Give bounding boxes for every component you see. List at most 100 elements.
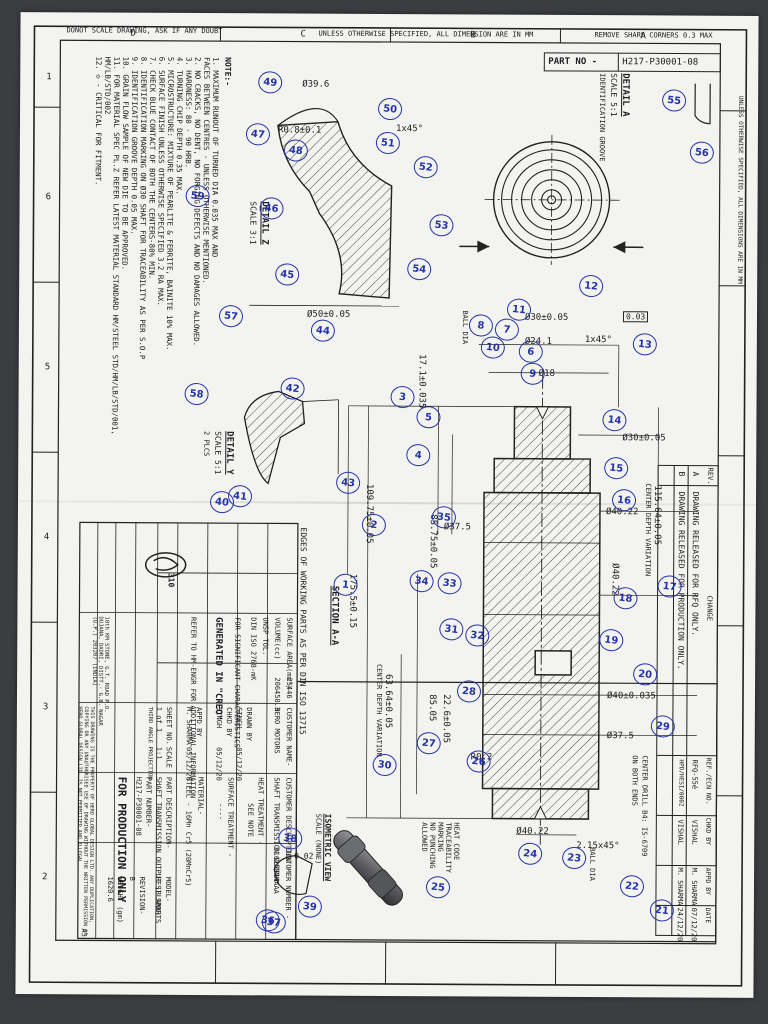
dim-39-6: Ø39.6 xyxy=(302,79,330,90)
rev-row-a-date: 07/12/20 xyxy=(689,907,698,942)
rev-header-rev: REV. xyxy=(706,467,715,485)
note-line: 4. TURNING CHIP DEPTH 0.35 MAX. xyxy=(174,56,185,195)
note-line: 8. IDENTIFICATION MARKING ON Ø30 SHAFT F… xyxy=(137,56,149,360)
model-value: HESI SPORTS xyxy=(153,876,163,924)
dim-37-5-b: Ø37.5 xyxy=(606,731,634,742)
center-depth-variation-bottom: CENTER DEPTH VARIATION xyxy=(374,663,384,757)
rev-header-date: DATE xyxy=(703,907,712,924)
surface-treatment-value: ---- xyxy=(216,803,225,821)
grid-letter: B xyxy=(470,30,476,41)
note-line: 3. HARDNESS: 80 - 90 HRB. xyxy=(183,56,194,169)
dim-30-top: Ø30±0.05 xyxy=(524,312,569,323)
heat-treatment-value: SEE NOTE xyxy=(246,803,255,838)
detail-y-title: DETAIL Y xyxy=(224,431,235,475)
no-punching-note: NO PUNCHING ALLOWED xyxy=(420,822,437,869)
notes-title: NOTE:- xyxy=(223,57,233,87)
note-line: 6. SURFACE FINISH UNLESS OTHERWISE SPECI… xyxy=(156,56,167,307)
date-drawn: 05/12/20 xyxy=(234,747,243,781)
drawn-by-label: DRAWN BY xyxy=(244,707,253,742)
grid-number: 1 xyxy=(46,72,52,83)
note-line: 1. MAXIMUM RUNOUT OF TURNED DIA 0.035 MA… xyxy=(210,57,221,258)
grid-number: 2 xyxy=(42,872,48,883)
part-number-value: H217-P30001-08 xyxy=(134,776,143,836)
customer-name-label: CUSTOMER NAME- xyxy=(284,707,293,767)
dim-50: Ø50±0.05 xyxy=(306,309,351,320)
header-right-note: REMOVE SHARP CORNERS 0.3 MAX xyxy=(594,31,713,40)
isometric-scale: SCALE (NONE) xyxy=(314,813,323,865)
sheet-label: SHEET NO. xyxy=(164,706,173,745)
scale-label: SCALE xyxy=(164,746,173,768)
detail-y-subtitle: 2 PLCS xyxy=(202,431,211,457)
scale-value: 1:1 xyxy=(154,746,163,760)
rev-header-appd: APPD BY xyxy=(703,867,713,896)
rev-header-change: CHANGE xyxy=(705,595,714,622)
rev-row-a-appd: M. SHARMA xyxy=(689,867,699,906)
sheet-value: 1 of 1 xyxy=(154,706,163,733)
part-no-label: PART NO - xyxy=(548,56,598,68)
detail-a-subtitle: IDENTIFICATION GROOVE xyxy=(597,73,607,162)
center-drill-note: CENTER DRILL B4: IS-6709 xyxy=(640,755,649,857)
grid-number: 5 xyxy=(44,362,51,373)
rev-row-b-rev: B xyxy=(677,471,687,477)
heat-code-note: HEAT CODE TRACEABILITY MARKING xyxy=(436,822,461,873)
isometric-title: ISOMETRIC VIEW xyxy=(323,813,333,882)
dim-chamfer-1x45-b: 1x45° xyxy=(584,335,612,346)
material-label: MATERIAL- xyxy=(196,777,205,815)
note-line: 7. CHECK BLUE CONTACT OF BOTH THE CENTER… xyxy=(147,56,158,280)
customer-name-value: HERO MOTORS xyxy=(272,707,281,754)
proprietary-notice: THIS DRAWING IS THE PROPERTY OF HERO GLO… xyxy=(76,706,95,936)
engineering-drawing-linework xyxy=(28,25,748,987)
rev-header-chkd: CHKD BY xyxy=(704,817,713,846)
rev-row-a-rev: A xyxy=(691,471,701,477)
center-depth-variation-top: CENTER DEPTH VARIATION xyxy=(643,483,653,577)
chkd-by-value: SINGH xyxy=(214,707,223,729)
part-number-label: PART NUMBER- xyxy=(144,776,153,828)
dim-30-mid: Ø30±0.05 xyxy=(622,433,666,444)
dim-63-64: 63.64±0.05 xyxy=(382,673,394,729)
heat-treatment-label: HEAT TREATMENT - xyxy=(256,777,265,845)
revision-value: B xyxy=(128,876,137,881)
rev-row-b-date: 24/12/20 xyxy=(675,907,684,942)
grid-number: 6 xyxy=(45,192,52,203)
ball-dia-top: BALL DIA xyxy=(460,310,470,345)
drawn-by-value: SINGH xyxy=(234,707,243,729)
header-center-note: UNLESS OTHERWISE SPECIFIED, ALL DIMENSIO… xyxy=(318,29,534,39)
dim-22-6: 22.6±0.05 xyxy=(440,694,452,744)
dim-17-1: 17.1±0.035 xyxy=(416,354,427,409)
dim-40: Ø40±0.035 xyxy=(606,691,656,702)
note-line: 10. GRAIN FLOW SAMPLE OF NEW DIE TO BE A… xyxy=(120,56,131,271)
grid-number: 4 xyxy=(43,532,50,543)
grid-number: 3 xyxy=(42,702,49,713)
part-no-value: H217-P30001-08 xyxy=(622,57,699,68)
note-line: 5. MICROSTRUCTURE: MIXTURE OF PEARLITE &… xyxy=(164,56,176,351)
center-drill-note-2: ON BOTH ENDS xyxy=(630,755,639,806)
projection-label: THIRD ANGLE PROJECTION xyxy=(146,706,153,780)
tolerance-label: UNSP TOL. xyxy=(261,617,270,656)
rev-row-b-ref: HPD/HESI/0002 xyxy=(677,759,685,807)
edge-right-note: UNLESS OTHERWISE SPECIFIED, ALL DIMENSIO… xyxy=(736,95,745,284)
customer-number-value: D1625034AAA xyxy=(271,847,281,894)
grid-letter: C xyxy=(300,29,306,40)
tolerance-value: DIN ISO 2768-mK xyxy=(249,617,258,681)
rev-row-b-appd: M. SHARMA xyxy=(675,867,685,906)
generated-in-creo: GENERATED IN "CREO" xyxy=(212,617,224,721)
surface-area-value: 25446 xyxy=(284,677,294,699)
chkd-by-label: CHKD BY xyxy=(224,707,233,737)
material-value: STEEL - 16Mn Cr5 (20MnCr5) xyxy=(183,776,193,887)
rev-row-a-chkd: VISHAL xyxy=(690,819,699,845)
detail-a-title: DETAIL A xyxy=(620,73,631,117)
surface-treatment-label: SURFACE TREATMENT - xyxy=(226,777,235,858)
dim-40-22-c: Ø40.22 xyxy=(516,826,549,837)
detail-y-scale: SCALE 5:1 xyxy=(213,431,223,475)
rev-row-b-chkd: VISHAL xyxy=(676,819,685,845)
grid-letter: A xyxy=(640,31,646,42)
customer-number-label: CUSTOMER NUMBER - xyxy=(283,847,293,920)
edges-note: EDGES OF WORKING PARTS AS PER DIN ISO 13… xyxy=(297,527,308,735)
production-stamp: FOR PRODUCTION ONLY xyxy=(114,776,129,903)
section-aa-title: SECTION A-A xyxy=(329,585,340,646)
runout-tolerance: 0.02 xyxy=(294,851,314,861)
header-left-note: DONOT SCALE DRAWING, ASK IF ANY DOUBT xyxy=(66,26,223,36)
rev-row-a-ref: RFQ-55é xyxy=(690,759,699,790)
part-description-label: PART DESCRIPTION- xyxy=(164,776,173,849)
note-line: FACES BETWEEN CENTRES - UNLESS OTHERWISE… xyxy=(201,57,212,285)
